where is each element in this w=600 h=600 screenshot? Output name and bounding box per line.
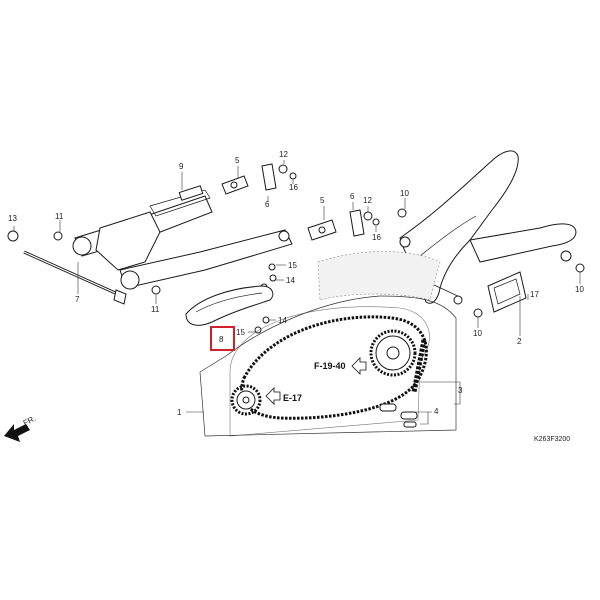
ref-f-19-40: F-19-40 bbox=[314, 361, 346, 371]
leader-lines bbox=[13, 160, 581, 425]
callout-4: 4 bbox=[434, 407, 439, 416]
callout-13: 13 bbox=[8, 214, 17, 223]
master-link bbox=[379, 403, 418, 428]
callouts: 9 5 6 12 16 13 11 7 11 15 14 14 15 8 5 6… bbox=[8, 150, 584, 417]
chain-adjuster-right bbox=[307, 219, 337, 241]
callout-10: 10 bbox=[400, 189, 409, 198]
license-bracket bbox=[487, 271, 527, 313]
callout-16: 16 bbox=[289, 183, 298, 192]
adjuster-plate-right bbox=[349, 209, 365, 237]
drive-sprocket bbox=[230, 384, 262, 416]
rear-sprocket bbox=[369, 329, 417, 377]
chain-case-outline bbox=[317, 251, 441, 301]
callout-1: 1 bbox=[177, 408, 182, 417]
callout-9: 9 bbox=[179, 162, 184, 171]
callout-12: 12 bbox=[279, 150, 288, 159]
callout-11: 11 bbox=[151, 305, 160, 314]
callout-15: 15 bbox=[288, 261, 297, 270]
callout-10: 10 bbox=[575, 285, 584, 294]
callout-17: 17 bbox=[530, 290, 539, 299]
ref-arrow-e17 bbox=[265, 387, 281, 405]
callout-5: 5 bbox=[320, 196, 325, 205]
callout-16: 16 bbox=[372, 233, 381, 242]
chain-slider bbox=[185, 285, 274, 326]
pivot-bolt bbox=[23, 250, 127, 305]
callout-14: 14 bbox=[278, 316, 287, 325]
callout-14: 14 bbox=[286, 276, 295, 285]
figure-code: K263F3200 bbox=[534, 436, 570, 443]
front-direction-arrow bbox=[4, 424, 30, 442]
callout-2: 2 bbox=[517, 337, 522, 346]
assembly-frame bbox=[199, 295, 457, 437]
fasteners bbox=[7, 164, 585, 334]
swingarm bbox=[72, 185, 293, 290]
callout-11: 11 bbox=[55, 212, 64, 221]
callout-15: 15 bbox=[236, 328, 245, 337]
callout-10: 10 bbox=[473, 329, 482, 338]
callout-6: 6 bbox=[265, 200, 270, 209]
ref-arrow-f1940 bbox=[351, 357, 367, 375]
callout-12: 12 bbox=[363, 196, 372, 205]
front-label: FR. bbox=[22, 414, 38, 428]
chain-adjuster-left bbox=[221, 175, 249, 195]
callout-7: 7 bbox=[75, 295, 80, 304]
callout-5: 5 bbox=[235, 156, 240, 165]
highlight-box bbox=[210, 326, 235, 351]
callout-3: 3 bbox=[458, 386, 463, 395]
drive-chain bbox=[229, 306, 430, 437]
callout-6: 6 bbox=[350, 192, 355, 201]
adjuster-plate-left bbox=[261, 163, 277, 191]
callout-8: 8 bbox=[219, 335, 224, 344]
ref-e-17: E-17 bbox=[283, 393, 302, 403]
